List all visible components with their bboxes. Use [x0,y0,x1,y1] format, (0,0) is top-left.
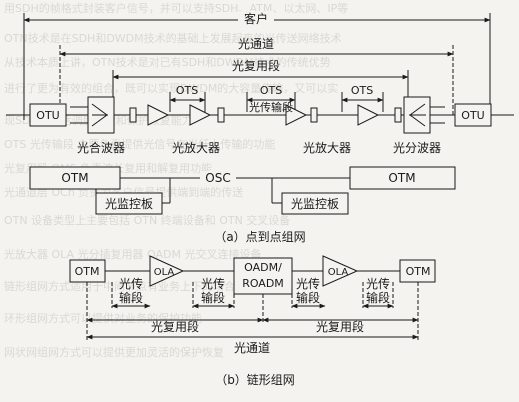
oadm-label-line2: ROADM [242,277,284,290]
otm-left-label-b: OTM [75,265,100,278]
background-text-line: OTN 设备类型上主要包括 OTN 终端设备和 OTN 交叉设备 [4,213,290,227]
amplifier-icon-2 [189,104,212,126]
optical-channel-label-b: 光通道 [234,341,270,355]
otu-left-box [29,103,67,127]
background-text-line: OTS 光传输段 主要负责提供光信号在光纤上传输的功能 [4,137,275,151]
otu-left-label: OTU [36,109,59,122]
amplifier-icon-1 [147,104,170,126]
caption-b: （b）链形组网 [215,372,295,387]
transmission-section-label-b1-line1: 光传 [119,276,143,291]
multiplexer-label: 光合波器 [77,140,125,155]
chain-network-diagram [69,255,436,340]
supervisory-board-right-label: 光监控板 [291,197,339,211]
background-text-line: 链形组网方式适用于中间节点有业务上下的场合 [4,279,235,293]
ola-icon-1 [149,255,185,287]
transmission-section-label-b4-line1: 光传 [366,276,390,291]
otm-right-label-a: OTM [388,171,415,185]
multiplex-section-label-b2: 光复用段 [316,319,364,334]
osc-label: OSC [205,171,230,185]
ots-label-3: OTS [351,84,373,97]
amplifier-label-2: 光放大器 [303,140,351,155]
background-text-line: 光放大器 OLA 光分插复用器 OADM 光交叉连接设备 [4,247,262,261]
transmission-section-label-b3-line2: 输段 [296,290,320,305]
point-to-point-diagram [6,11,514,215]
oadm-label-line1: OADM/ [244,261,282,274]
transmission-section-label-a: 光传输段 [249,100,293,114]
caption-a: （a）点到点组网 [214,230,305,244]
amplifier-label-1: 光放大器 [172,140,220,155]
otm-left-label-a: OTM [61,171,88,185]
demultiplexer-label: 光分波器 [393,141,441,155]
amplifier-icon-3 [285,104,308,126]
otu-right-box [454,103,492,127]
background-text-line: 进行了更为有效的组合，既可以实现DWDM的大容量传输，又可以实 [4,81,338,95]
ola-icon-2 [322,255,359,287]
otm-right-label-b: OTM [406,265,431,278]
multiplex-section-label-b1: 光复用段 [151,319,199,334]
ola-label-2: OLA [328,267,349,278]
ots-label-2: OTS [260,84,282,97]
transmission-section-label-b2-line2: 输段 [201,290,225,305]
amplifier-icon-4 [357,104,380,126]
ots-label-1: OTS [176,84,198,97]
transmission-section-label-b1-line2: 输段 [119,290,143,305]
otu-right-label: OTU [461,109,484,122]
oadm-roadm-box [233,257,293,295]
optical-channel-label-a: 光通道 [238,37,274,51]
background-text-line: 网状网组网方式可以提供更加灵活的保护恢复 [4,345,224,359]
transmission-section-label-b4-line2: 输段 [366,290,390,305]
transmission-section-label-b3-line1: 光传 [296,276,320,291]
background-text-line: OTN技术是在SDH和DWDM技术的基础上发展起来的光传送网络技术 [4,31,342,45]
background-text-line: 从技术本质上讲，OTN技术是对已有SDH和DWDM技术的传统优势 [4,55,331,69]
ola-label-1: OLA [154,267,175,278]
supervisory-board-left-label: 光监控板 [105,197,153,211]
transmission-section-label-b2-line1: 光传 [201,276,225,291]
multiplex-section-label-a: 光复用段 [232,58,280,73]
client-label: 客户 [244,11,268,26]
background-text-line: 用SDH的帧格式封装客户信号，并可以支持SDH、ATM、以太网、IP等 [4,1,348,15]
